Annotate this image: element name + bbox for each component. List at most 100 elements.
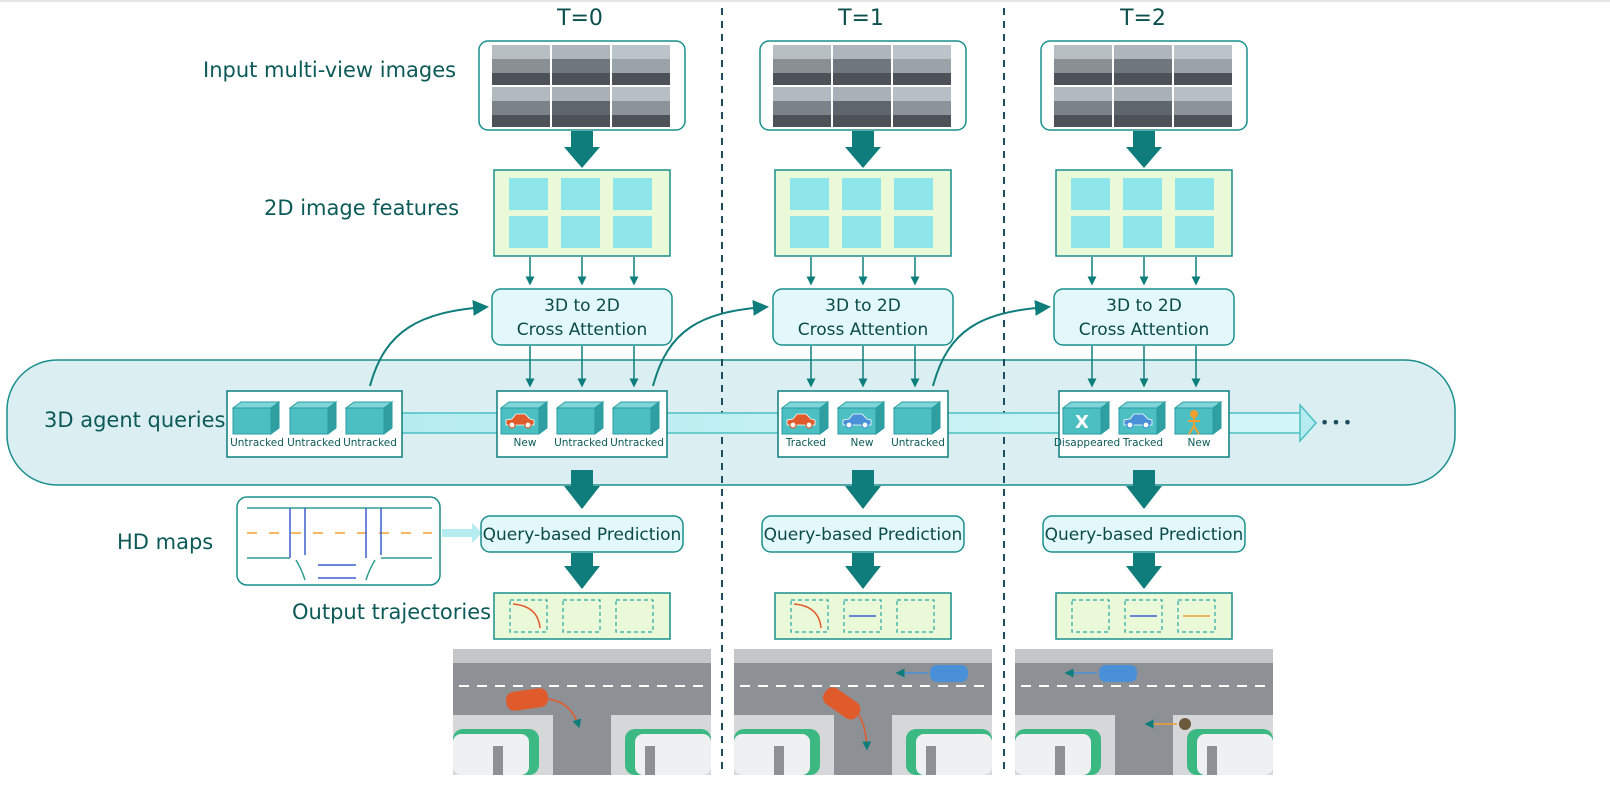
cross-attention-label-1: 3D to 2D (1106, 296, 1182, 316)
camera-view-sky (1114, 45, 1172, 59)
query-state-label: New (1188, 437, 1211, 449)
query-cube (1173, 401, 1223, 435)
prediction-label: Query-based Prediction (1045, 525, 1244, 545)
camera-view-sky (773, 45, 831, 59)
down-arrow-images (845, 131, 881, 168)
prediction-label: Query-based Prediction (483, 525, 682, 545)
scene-illustration (453, 649, 711, 775)
camera-view-sky (893, 87, 951, 101)
trajectory-slot (562, 599, 601, 633)
camera-view-sky (492, 45, 550, 59)
down-arrow-images (1126, 131, 1162, 168)
scene-building-left (734, 734, 810, 775)
timestep-label-2: T=2 (1120, 6, 1166, 31)
cross-attention-block (772, 288, 954, 346)
camera-view-road (1174, 115, 1232, 127)
feature-cell (1071, 216, 1110, 248)
feature-cell (1175, 216, 1214, 248)
feature-cell (894, 216, 933, 248)
feedback-arrow-t1 (932, 299, 1051, 387)
timestep-label-0: T=0 (557, 6, 603, 31)
scene-door-left (774, 746, 784, 775)
disappeared-x-icon: X (1075, 412, 1089, 433)
row-label-hd-maps: HD maps (117, 530, 214, 554)
camera-view-road (612, 73, 670, 85)
query-cube (892, 401, 942, 435)
pedestrian-scene-icon (1179, 718, 1191, 730)
cross-attention-label-1: 3D to 2D (544, 296, 620, 316)
query-state-label: Tracked (785, 437, 826, 449)
camera-view-road (552, 73, 610, 85)
down-arrow-queries (1126, 470, 1162, 509)
feature-cell (894, 178, 933, 210)
trajectory-slot (509, 599, 548, 633)
camera-view-road (1054, 73, 1112, 85)
trajectory-slot (843, 599, 882, 633)
feature-cell (613, 216, 652, 248)
camera-view-sky (1054, 87, 1112, 101)
cross-attention-block (491, 288, 673, 346)
camera-view-sky (893, 45, 951, 59)
trajectory-slot (1177, 599, 1216, 633)
camera-view-sky (552, 45, 610, 59)
feature-cell (1071, 178, 1110, 210)
camera-view-sky (833, 45, 891, 59)
query-state-label: New (851, 437, 874, 449)
feature-cell (842, 178, 881, 210)
continuation-ellipsis: ••• (1320, 413, 1354, 432)
cross-attention-block (1053, 288, 1235, 346)
car-red-path (855, 710, 872, 751)
camera-view-road (773, 115, 831, 127)
cross-attention-label-2: Cross Attention (1079, 320, 1209, 340)
scene-door-left (493, 746, 503, 775)
query-cube (1061, 401, 1111, 435)
scene-sidewalk-top (453, 649, 711, 663)
camera-view-sky (612, 45, 670, 59)
down-arrow-prediction (845, 553, 881, 589)
query-state-label: Disappeared (1054, 437, 1120, 449)
feature-cell (1123, 216, 1162, 248)
feedback-arrow-initial (369, 299, 489, 387)
scene-illustration (1015, 649, 1273, 775)
query-state-label: Tracked (1122, 437, 1163, 449)
prediction-block (761, 515, 965, 553)
query-cube (611, 401, 661, 435)
car-red-scene-icon (505, 688, 549, 711)
down-arrow-images (564, 131, 600, 168)
car-red-path (546, 698, 582, 729)
query-state-label: New (514, 437, 537, 449)
camera-view-sky (1114, 87, 1172, 101)
scene-door-right (926, 746, 936, 775)
query-state-label: Untracked (891, 437, 945, 449)
feedback-arrow-t0 (652, 299, 769, 387)
camera-view-road (893, 73, 951, 85)
down-arrow-queries (564, 470, 600, 509)
camera-view-sky (552, 87, 610, 101)
feature-cell (509, 216, 548, 248)
car-blue-scene-icon (930, 665, 968, 682)
trajectory-slot (790, 599, 829, 633)
camera-view-road (1114, 73, 1172, 85)
camera-view-road (1054, 115, 1112, 127)
camera-view-road (833, 73, 891, 85)
car-red-scene-icon (823, 687, 861, 720)
top-border (0, 0, 1610, 2)
down-arrow-queries (845, 470, 881, 509)
hd-map-block (236, 496, 441, 586)
camera-view-sky (773, 87, 831, 101)
camera-view-road (1114, 115, 1172, 127)
feature-cell (842, 216, 881, 248)
prediction-block (480, 515, 684, 553)
camera-view-sky (1054, 45, 1112, 59)
query-state-label: Untracked (554, 437, 608, 449)
query-state-label: Untracked (610, 437, 664, 449)
query-state-label-initial: Untracked (287, 437, 341, 449)
camera-view-road (893, 115, 951, 127)
query-state-label-initial: Untracked (230, 437, 284, 449)
scene-sidewalk-top (734, 649, 992, 663)
feature-cell (790, 216, 829, 248)
feature-cell (561, 216, 600, 248)
camera-view-road (833, 115, 891, 127)
